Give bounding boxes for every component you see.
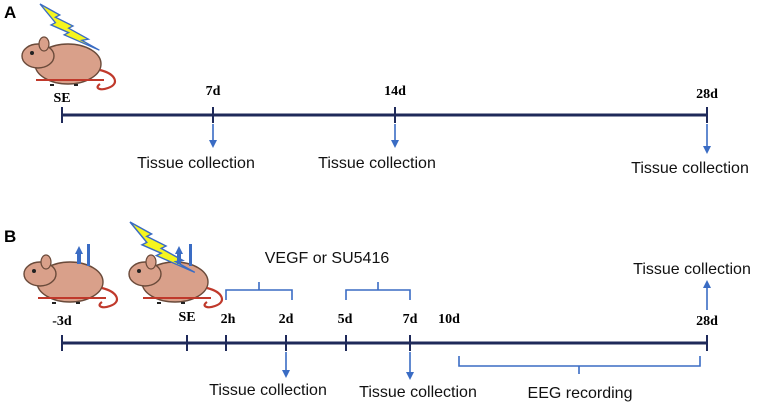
collection-b-2d: Tissue collection	[209, 382, 327, 399]
panel-b-label: B	[4, 227, 16, 246]
tick-label-b-2d: 2d	[279, 312, 294, 327]
tick-label-b-28d: 28d	[696, 314, 718, 329]
collection-b-28d: Tissue collection	[633, 261, 751, 278]
tick-label-a-7d: 7d	[206, 84, 221, 99]
tick-label-b-minus3d: -3d	[52, 314, 72, 329]
brace-2h-2d	[225, 282, 293, 300]
tick-label-a-se: SE	[53, 91, 70, 106]
treatment-label: VEGF or SU5416	[265, 250, 390, 267]
eeg-label: EEG recording	[528, 385, 633, 402]
rat-a-icon	[20, 35, 117, 91]
collection-b-7d: Tissue collection	[359, 384, 477, 401]
collection-a-14d: Tissue collection	[318, 155, 436, 172]
implant-b2-icon	[175, 244, 192, 266]
collection-a-28d: Tissue collection	[631, 160, 749, 177]
tick-label-b-se: SE	[178, 310, 195, 325]
brace-eeg	[458, 356, 701, 374]
brace-5d-7d	[345, 282, 411, 300]
tick-label-a-28d: 28d	[696, 87, 718, 102]
rat-b1-icon	[22, 253, 119, 309]
tick-label-b-5d: 5d	[338, 312, 353, 327]
tick-label-b-2h: 2h	[221, 312, 236, 327]
implant-b1-icon	[75, 244, 90, 266]
collection-a-7d: Tissue collection	[137, 155, 255, 172]
panel-a-label: A	[4, 3, 16, 22]
tick-label-b-10d: 10d	[438, 312, 460, 327]
tick-label-a-14d: 14d	[384, 84, 406, 99]
tick-label-b-7d: 7d	[403, 312, 418, 327]
